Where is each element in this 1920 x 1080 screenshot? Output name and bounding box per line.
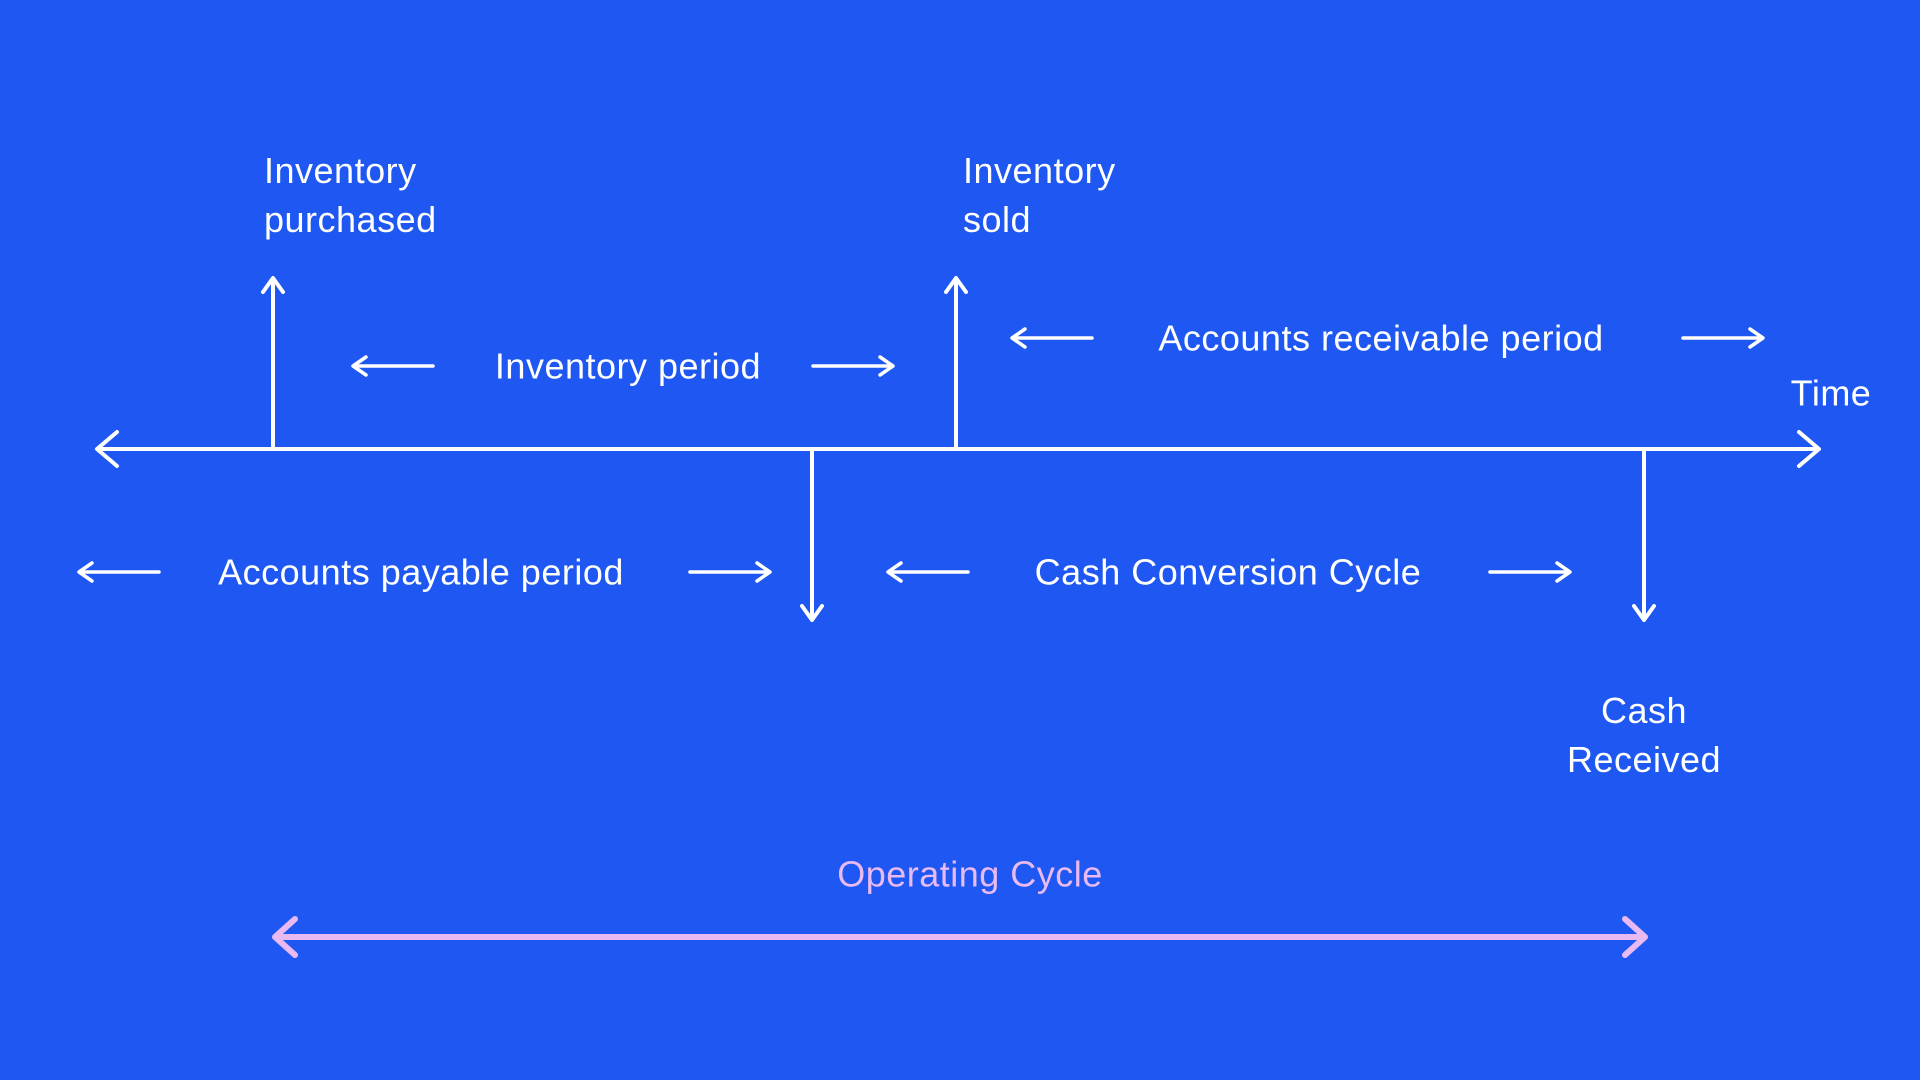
cash-received-marker-arrow <box>1632 447 1656 622</box>
inventory-period-left-arrow <box>351 355 435 377</box>
accounts-receivable-period-label: Accounts receivable period <box>1158 317 1604 359</box>
inventory-purchased-label: Inventory purchased <box>264 150 437 240</box>
cash-conversion-cycle-label: Cash Conversion Cycle <box>1034 551 1422 593</box>
time-axis-label: Time <box>1790 372 1872 414</box>
cash-conversion-left-arrow <box>886 561 970 583</box>
cash-conversion-right-arrow <box>1488 561 1572 583</box>
accounts-payable-left-arrow <box>77 561 161 583</box>
cash-paid-marker-arrow <box>800 447 824 622</box>
cash-received-label: Cash Received <box>1566 690 1722 780</box>
operating-cycle-arrow <box>272 916 1648 958</box>
accounts-receivable-right-arrow <box>1681 327 1765 349</box>
accounts-payable-period-label: Accounts payable period <box>218 551 624 593</box>
accounts-receivable-left-arrow <box>1010 327 1094 349</box>
inventory-period-label: Inventory period <box>494 345 762 387</box>
accounts-payable-right-arrow <box>688 561 772 583</box>
inventory-period-right-arrow <box>811 355 895 377</box>
inventory-purchased-marker-arrow <box>261 276 285 451</box>
inventory-sold-marker-arrow <box>944 276 968 451</box>
inventory-sold-label: Inventory sold <box>963 150 1116 240</box>
operating-cycle-label: Operating Cycle <box>837 853 1103 895</box>
